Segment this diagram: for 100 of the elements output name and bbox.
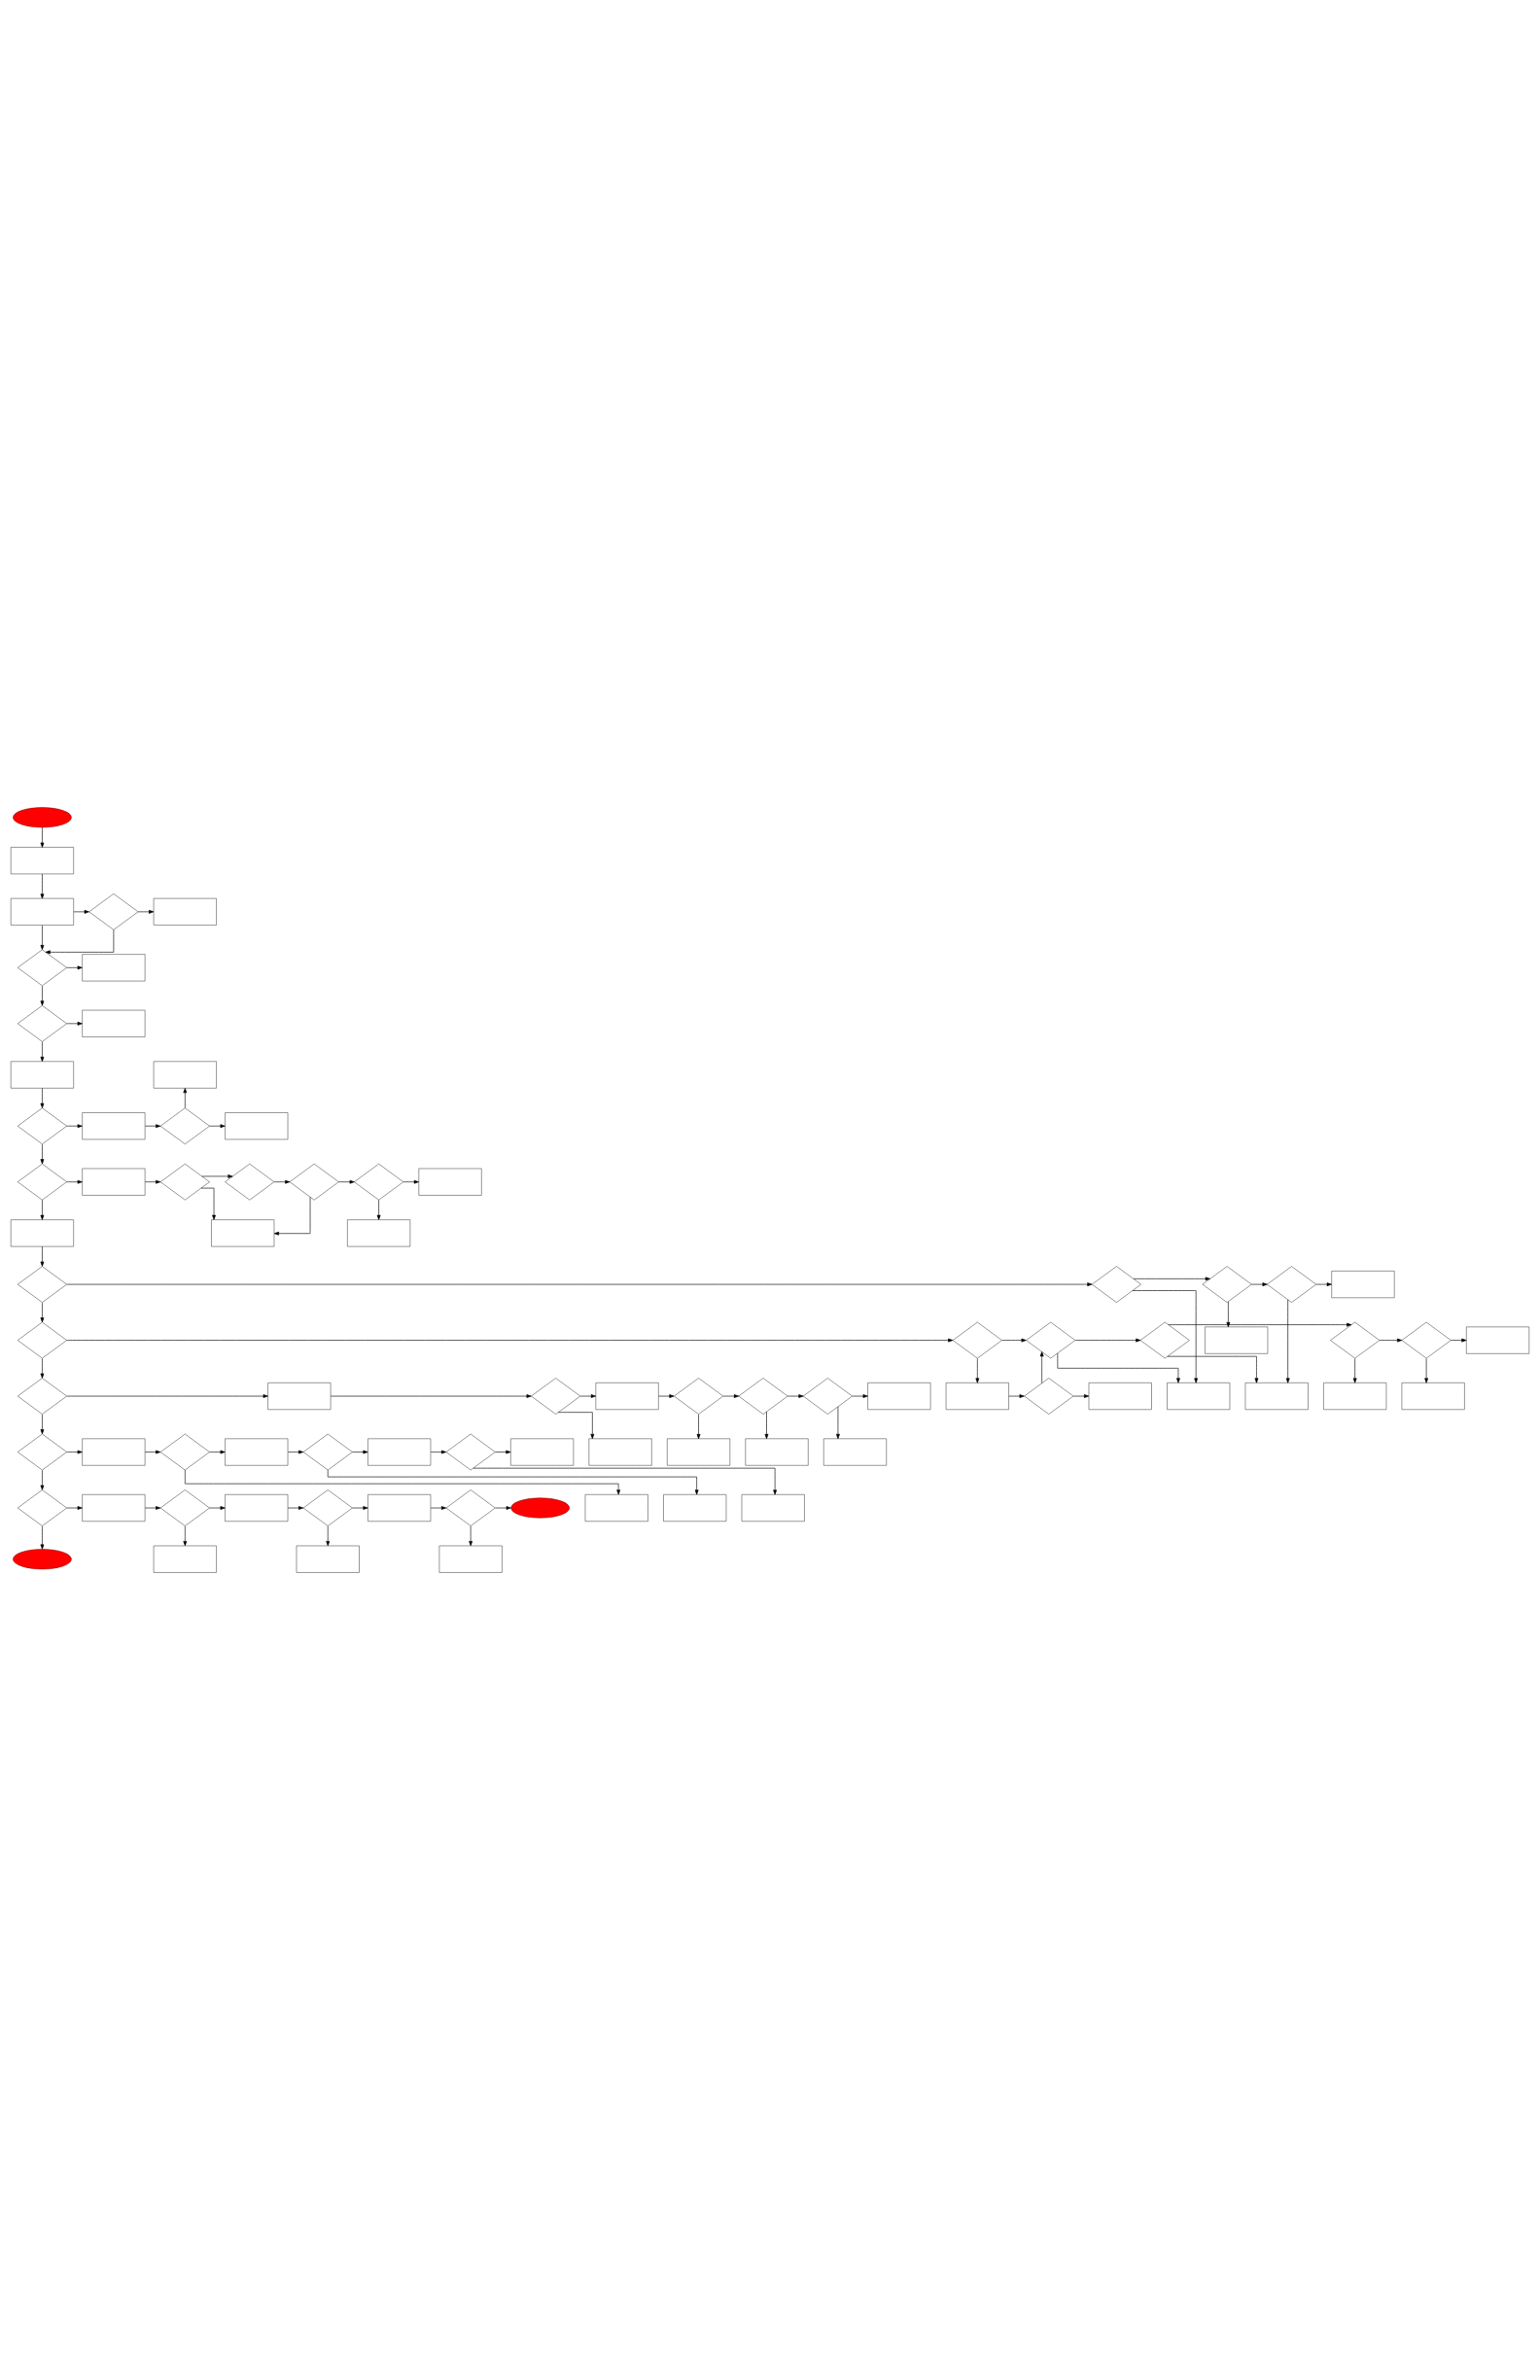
node-diamond bbox=[17, 1433, 67, 1471]
node-box bbox=[667, 1438, 731, 1466]
arrow bbox=[975, 1358, 980, 1383]
arrow bbox=[1133, 1277, 1210, 1281]
arrow bbox=[1251, 1282, 1268, 1286]
node-diamond bbox=[738, 1378, 788, 1415]
node-diamond bbox=[531, 1378, 581, 1415]
arrow bbox=[352, 1450, 368, 1454]
arrow bbox=[209, 1450, 226, 1454]
arrow bbox=[430, 1450, 447, 1454]
arrow bbox=[1039, 1351, 1044, 1384]
arrow bbox=[145, 1179, 161, 1184]
arrow bbox=[1451, 1338, 1467, 1343]
node-diamond bbox=[354, 1163, 404, 1201]
arrow bbox=[66, 1394, 268, 1398]
arrow bbox=[66, 1450, 83, 1454]
arrow bbox=[40, 1414, 45, 1435]
arrow bbox=[287, 1450, 304, 1454]
node-box bbox=[595, 1382, 659, 1411]
node-oval bbox=[510, 1497, 570, 1519]
node-box bbox=[823, 1438, 887, 1466]
arrow bbox=[469, 1525, 473, 1547]
node-box bbox=[418, 1168, 482, 1196]
arrow bbox=[185, 1469, 621, 1495]
node-box bbox=[584, 1494, 648, 1522]
node-diamond bbox=[17, 1378, 67, 1415]
node-diamond bbox=[445, 1489, 496, 1526]
arrow bbox=[40, 1470, 45, 1490]
node-box bbox=[1244, 1382, 1309, 1411]
arrow bbox=[40, 1041, 45, 1062]
node-diamond bbox=[289, 1163, 339, 1201]
node-diamond bbox=[17, 1005, 67, 1042]
node-box bbox=[153, 1061, 217, 1089]
arrow bbox=[1167, 1355, 1259, 1383]
arrow bbox=[40, 1525, 45, 1550]
arrow bbox=[1379, 1338, 1403, 1343]
arrow bbox=[1057, 1352, 1180, 1383]
arrow bbox=[209, 1506, 226, 1510]
node-box bbox=[10, 1061, 74, 1089]
node-box bbox=[588, 1438, 652, 1466]
node-diamond bbox=[17, 1163, 67, 1201]
arrow bbox=[1424, 1358, 1428, 1383]
arrow bbox=[330, 1394, 532, 1398]
node-box bbox=[1205, 1326, 1269, 1354]
arrow bbox=[66, 965, 83, 970]
node-diamond bbox=[159, 1433, 210, 1471]
node-diamond bbox=[302, 1433, 353, 1471]
node-box bbox=[225, 1112, 289, 1140]
node-box bbox=[82, 954, 146, 982]
node-box bbox=[347, 1219, 411, 1247]
arrow bbox=[696, 1414, 701, 1440]
arrow bbox=[40, 985, 45, 1006]
arrow bbox=[658, 1394, 675, 1398]
arrow bbox=[495, 1450, 511, 1454]
arrow bbox=[40, 873, 45, 899]
node-box bbox=[867, 1382, 931, 1411]
arrow bbox=[495, 1506, 511, 1510]
node-box bbox=[1401, 1382, 1465, 1411]
node-box bbox=[1331, 1271, 1395, 1299]
node-box bbox=[1167, 1382, 1231, 1411]
node-box bbox=[1466, 1326, 1530, 1354]
arrow bbox=[764, 1411, 769, 1440]
arrow bbox=[145, 1506, 161, 1510]
node-diamond bbox=[802, 1378, 853, 1415]
arrow bbox=[73, 909, 89, 914]
arrow bbox=[40, 925, 45, 951]
arrow bbox=[558, 1412, 595, 1439]
arrow bbox=[1226, 1301, 1231, 1328]
node-box bbox=[82, 1494, 146, 1522]
node-box bbox=[510, 1438, 575, 1466]
arrow bbox=[338, 1179, 355, 1184]
node-box bbox=[82, 1438, 146, 1466]
arrow bbox=[1315, 1282, 1332, 1286]
node-box bbox=[745, 1438, 809, 1466]
node-box bbox=[82, 1112, 146, 1140]
node-box bbox=[153, 897, 217, 926]
node-box bbox=[438, 1545, 503, 1573]
arrow bbox=[287, 1506, 304, 1510]
arrow bbox=[273, 1179, 291, 1184]
arrow bbox=[1072, 1394, 1090, 1398]
arrow bbox=[137, 909, 155, 914]
arrow bbox=[1074, 1338, 1141, 1343]
node-box bbox=[663, 1494, 727, 1522]
arrow bbox=[327, 1469, 699, 1495]
arrow bbox=[183, 1088, 188, 1108]
arrow bbox=[145, 1450, 161, 1454]
arrow bbox=[145, 1124, 161, 1129]
arrow bbox=[40, 1302, 45, 1323]
arrow bbox=[66, 1124, 83, 1129]
node-box bbox=[1323, 1382, 1387, 1411]
arrow bbox=[376, 1200, 381, 1220]
arrow bbox=[1001, 1338, 1027, 1343]
node-oval bbox=[13, 807, 72, 828]
node-diamond bbox=[159, 1489, 210, 1526]
arrow bbox=[1008, 1394, 1025, 1398]
arrow bbox=[40, 826, 45, 848]
node-diamond bbox=[17, 1266, 67, 1303]
arrow bbox=[40, 1088, 45, 1108]
arrow bbox=[40, 1143, 45, 1165]
node-box bbox=[82, 1009, 146, 1037]
